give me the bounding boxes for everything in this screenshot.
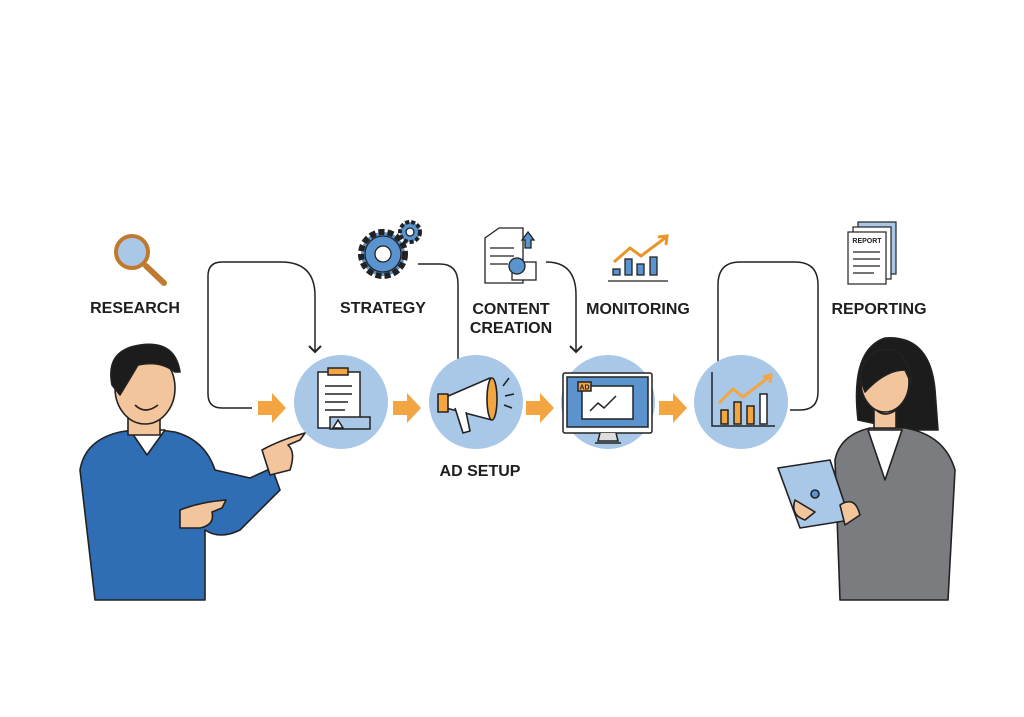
ad-badge-text: AD [579,385,589,392]
connector-research-to-step1 [207,261,322,409]
label-monitoring: MONITORING [586,301,690,318]
flow-arrow-1 [258,393,286,423]
flow-arrows [258,393,687,423]
report-document-icon [847,221,897,285]
clipboard-icon [317,367,371,430]
connector-strategy-to-adsetup [418,263,459,360]
trend-bars-icon [608,234,669,282]
woman-tablet-illustration [777,337,956,601]
magnifier-icon [114,234,167,286]
label-strategy: STRATEGY [340,300,426,317]
connector-content-to-monitor [545,261,583,354]
analytics-chart-icon [711,372,775,427]
man-pointing-illustration [79,343,306,601]
flow-arrow-2 [393,393,421,423]
monitor-ad-icon [562,372,653,444]
megaphone-icon [437,377,515,434]
label-ad-setup: AD SETUP [440,463,521,480]
connector-analytics-to-reporting [717,261,819,411]
report-doc-text: REPORT [852,238,882,245]
label-content-line1: CONTENT [472,301,550,318]
content-document-icon [484,227,537,284]
label-reporting: REPORTING [831,301,926,318]
gears-icon [358,220,422,279]
flow-arrow-4 [659,393,687,423]
label-content-line2: CREATION [470,320,552,337]
flow-arrow-3 [526,393,554,423]
label-research: RESEARCH [90,300,180,317]
